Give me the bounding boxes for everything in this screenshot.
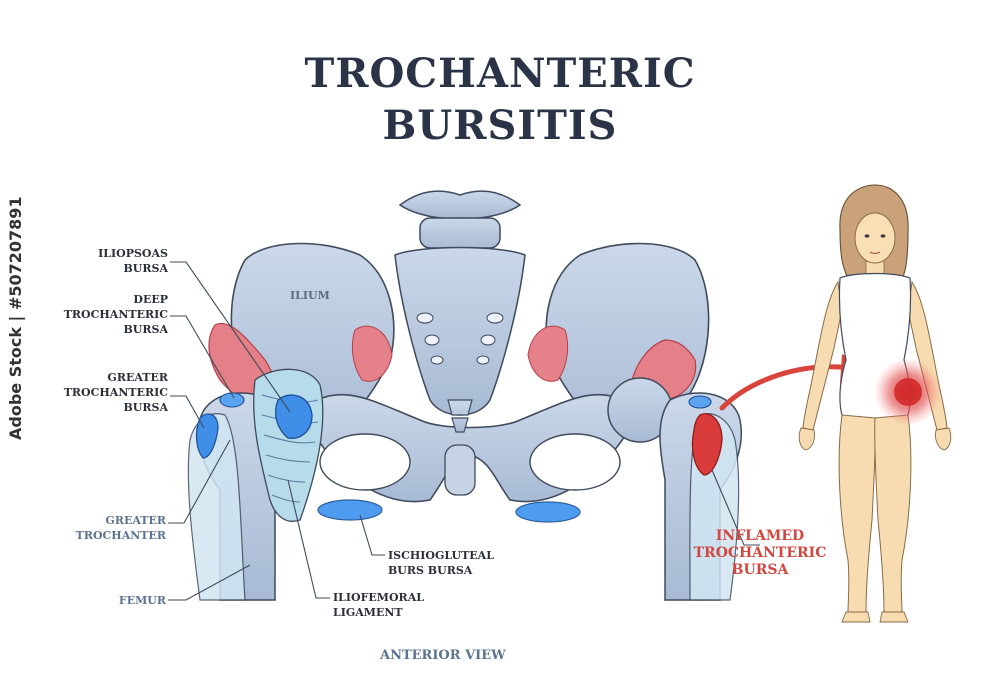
sacrum [394, 246, 526, 416]
label-femur: FEMUR [118, 594, 166, 607]
label-ilium: ILIUM [290, 289, 330, 302]
title-line-1: TROCHANTERIC [304, 50, 696, 97]
title-line-2: BURSITIS [382, 102, 618, 149]
inflamed-bursa [691, 413, 723, 476]
stock-watermark: Adobe Stock | #507207891 [6, 196, 25, 440]
label-anterior-view: ANTERIOR VIEW [380, 648, 506, 663]
pointer-arrow [719, 364, 853, 411]
vertebra-top [398, 190, 522, 220]
woman-figure [798, 184, 952, 623]
